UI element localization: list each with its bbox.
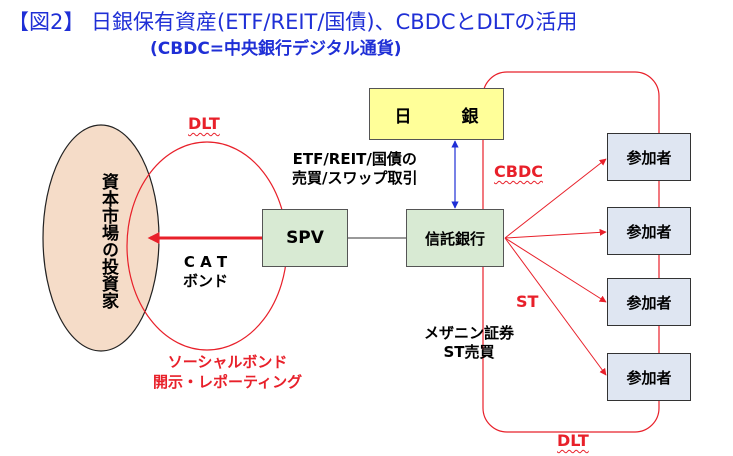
st-label: ST <box>516 292 539 311</box>
participant-label: 参加者 <box>626 222 672 241</box>
mezzanine-line-1: メザニン証券 <box>424 324 515 342</box>
participant-box-4: 参加者 <box>607 353 691 401</box>
mezzanine-line-2: ST売買 <box>443 343 495 361</box>
investor-label: 資本市場の投資家 <box>98 173 118 309</box>
arrow-to-participant-4 <box>504 237 607 376</box>
participant-label: 参加者 <box>626 148 672 167</box>
participant-box-3: 参加者 <box>607 278 691 326</box>
boj-label: 日 銀 <box>394 106 501 127</box>
dlt-label-bottom: DLT <box>557 431 589 450</box>
participant-box-1: 参加者 <box>607 133 691 181</box>
dlt-label-top: DLT <box>188 114 220 133</box>
arrow-to-participant-2 <box>504 228 607 239</box>
social-bond-line-2: 開示・レポーティング <box>153 373 303 391</box>
social-bond-line-1: ソーシャルボンド <box>167 353 288 371</box>
cat-bond-line-2: ボンド <box>183 272 229 290</box>
arrow-to-participant-3 <box>504 237 607 303</box>
etf-trade-line-2: 売買/スワップ取引 <box>292 169 418 187</box>
boj-box: 日 銀 <box>369 88 504 140</box>
etf-trade-line-1: ETF/REIT/国債の <box>292 150 417 168</box>
cbdc-label: CBDC <box>494 162 543 181</box>
mezzanine-label: メザニン証券 ST売買 <box>424 324 514 362</box>
trust-bank-box: 信託銀行 <box>406 209 504 267</box>
participant-label: 参加者 <box>626 368 672 387</box>
participant-box-2: 参加者 <box>607 207 691 255</box>
page-subtitle: (CBDC=中央銀行デジタル通貨) <box>150 39 402 59</box>
spv-label: SPV <box>286 228 324 248</box>
cat-bond-line-1: C A T <box>183 253 228 271</box>
participant-label: 参加者 <box>626 293 672 312</box>
trust-bank-label: 信託銀行 <box>424 229 485 248</box>
spv-box: SPV <box>262 209 348 267</box>
arrow-to-participant-1 <box>504 158 607 239</box>
social-bond-label: ソーシャルボンド 開示・レポーティング <box>153 352 302 392</box>
etf-trade-label: ETF/REIT/国債の 売買/スワップ取引 <box>292 150 417 188</box>
cat-bond-label: C A T ボンド <box>183 253 228 291</box>
page-title: 【図2】 日銀保有資産(ETF/REIT/国債)、CBDCとDLTの活用 <box>8 10 578 34</box>
